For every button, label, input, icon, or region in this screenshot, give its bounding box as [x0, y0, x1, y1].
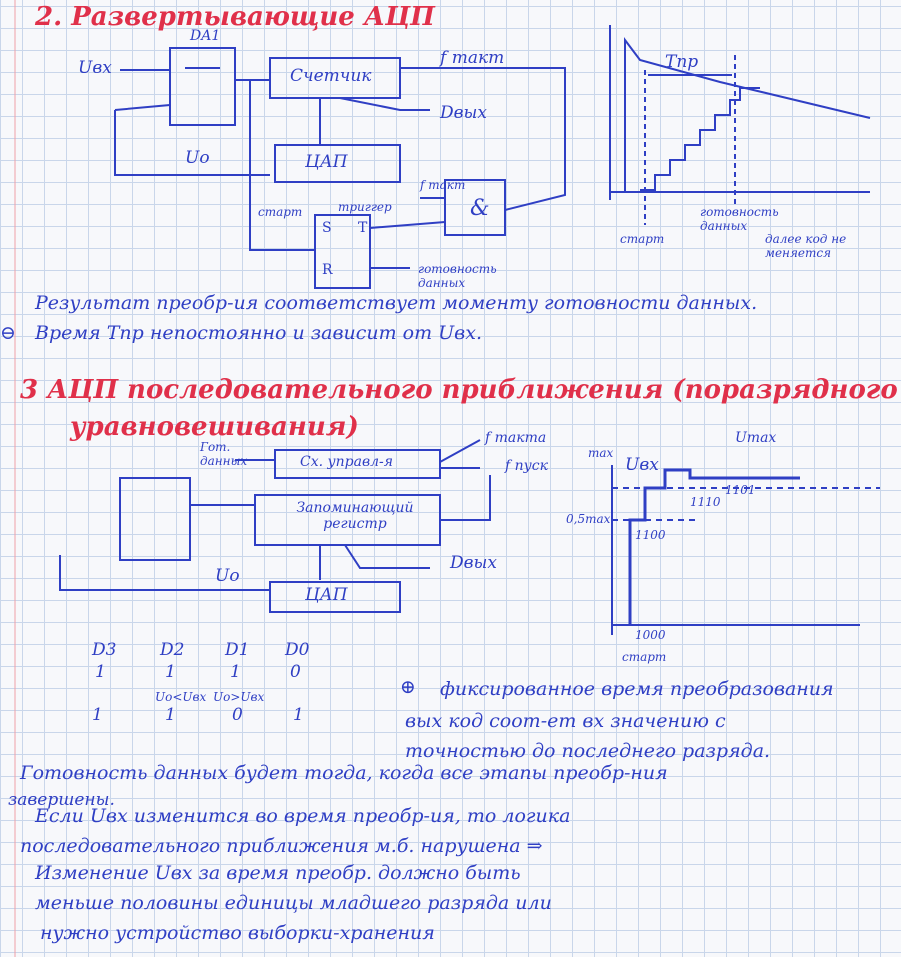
result-text: Результат преобр-ия соответствует момент…	[35, 292, 758, 314]
plus-line: вых код соот-ет вх значению с	[405, 710, 726, 732]
label-dout2: Dвых	[450, 553, 497, 573]
graph-umax: Umax	[735, 430, 777, 446]
table-header: D1	[225, 640, 250, 660]
plus-line: фиксированное время преобразования	[440, 678, 834, 700]
label-gate-clock: f такт	[420, 178, 466, 192]
table-cell: 1	[95, 662, 106, 682]
graph-uin: Uвх	[625, 455, 659, 475]
label-trigger: триггер	[338, 200, 392, 214]
plus-bullet: ⊕	[400, 676, 416, 698]
graph-start: старт	[620, 232, 665, 246]
section2-title: 2. Развертывающие АЦП	[35, 2, 435, 32]
sar-timing-graph	[611, 465, 880, 635]
label-and: &	[470, 196, 490, 221]
label-tpr: Tпр	[665, 52, 699, 72]
table-cell: 1	[92, 705, 103, 725]
ramp-adc-circuit	[114, 47, 566, 289]
note-line: Изменение Uвх за время преобр. должно бы…	[35, 862, 521, 884]
table-cell: 1	[165, 705, 176, 725]
minus-text: Время Tпр непостоянно и зависит от Uвх.	[35, 322, 482, 344]
graph-max: max	[588, 446, 614, 460]
table-cell: 0	[290, 662, 301, 682]
trigger-box	[314, 214, 371, 289]
label-u0: Uо	[185, 148, 210, 168]
note-line: Готовность данных будет тогда, когда все…	[20, 762, 668, 784]
label-t: T	[358, 220, 368, 236]
code-1000: 1000	[635, 628, 666, 642]
graph-note: далее код не меняется	[765, 232, 847, 260]
comparator-box	[119, 477, 191, 561]
and-gate-box	[444, 179, 506, 236]
code-1110: 1110	[690, 495, 721, 509]
table-header: D3	[92, 640, 117, 660]
table-cell: 1	[293, 705, 304, 725]
table-cell: 1	[230, 662, 241, 682]
counter-box	[269, 57, 401, 99]
label-counter: Счетчик	[290, 66, 372, 86]
table-condition: Uо>Uвх	[213, 690, 265, 704]
label-register: Запоминающий регистр	[296, 500, 414, 532]
label-r: R	[322, 262, 333, 278]
table-header: D0	[285, 640, 310, 660]
notebook-margin-line	[14, 0, 16, 957]
code-1101: 1101	[725, 483, 756, 497]
label-clock: f такт	[440, 48, 505, 68]
ramp-timing-graph	[609, 25, 871, 225]
label-s: S	[322, 220, 332, 236]
sar-adc-circuit	[59, 439, 491, 613]
label-ready2: Гот. данных	[200, 440, 248, 468]
label-ready: готовность данных	[418, 262, 497, 290]
label-dac: ЦАП	[305, 152, 348, 172]
opamp-da1-box	[169, 47, 236, 126]
table-header: D2	[160, 640, 185, 660]
note-line: последовательного приближения м.б. наруш…	[20, 835, 543, 857]
section3-title-line2: уравновешивания)	[70, 412, 359, 442]
label-u0-2: Uо	[215, 566, 240, 586]
note-line: Если Uвх изменится во время преобр-ия, т…	[35, 805, 571, 827]
dac2-box	[269, 581, 401, 613]
dac-box	[274, 144, 401, 183]
plus-line: точностью до последнего разряда.	[405, 740, 771, 762]
table-cell: 1	[165, 662, 176, 682]
graph-start2: старт	[622, 650, 667, 664]
note-line: меньше половины единицы младшего разряда…	[35, 892, 552, 914]
label-da1: DA1	[190, 28, 221, 44]
label-uin: Uвх	[78, 58, 112, 78]
note-line: нужно устройство выборки-хранения	[40, 922, 435, 944]
label-flaunch: f пуск	[505, 458, 548, 474]
minus-bullet: ⊖	[0, 322, 16, 344]
table-cell: 0	[232, 705, 243, 725]
label-start: старт	[258, 205, 303, 219]
label-dac2: ЦАП	[305, 585, 348, 605]
section3-title-line1: 3 АЦП последовательного приближения (пор…	[20, 375, 898, 405]
graph-ready: готовность данных	[700, 205, 779, 233]
control-box	[274, 449, 441, 479]
code-1100: 1100	[635, 528, 666, 542]
graph-half: 0,5max	[566, 512, 611, 526]
label-dout: Dвых	[440, 103, 487, 123]
note-line: завершены.	[8, 790, 115, 810]
table-condition: Uо<Uвх	[155, 690, 207, 704]
label-control: Сх. управл-я	[300, 454, 394, 470]
register-box	[254, 494, 441, 546]
label-fclock: f такта	[485, 430, 547, 446]
